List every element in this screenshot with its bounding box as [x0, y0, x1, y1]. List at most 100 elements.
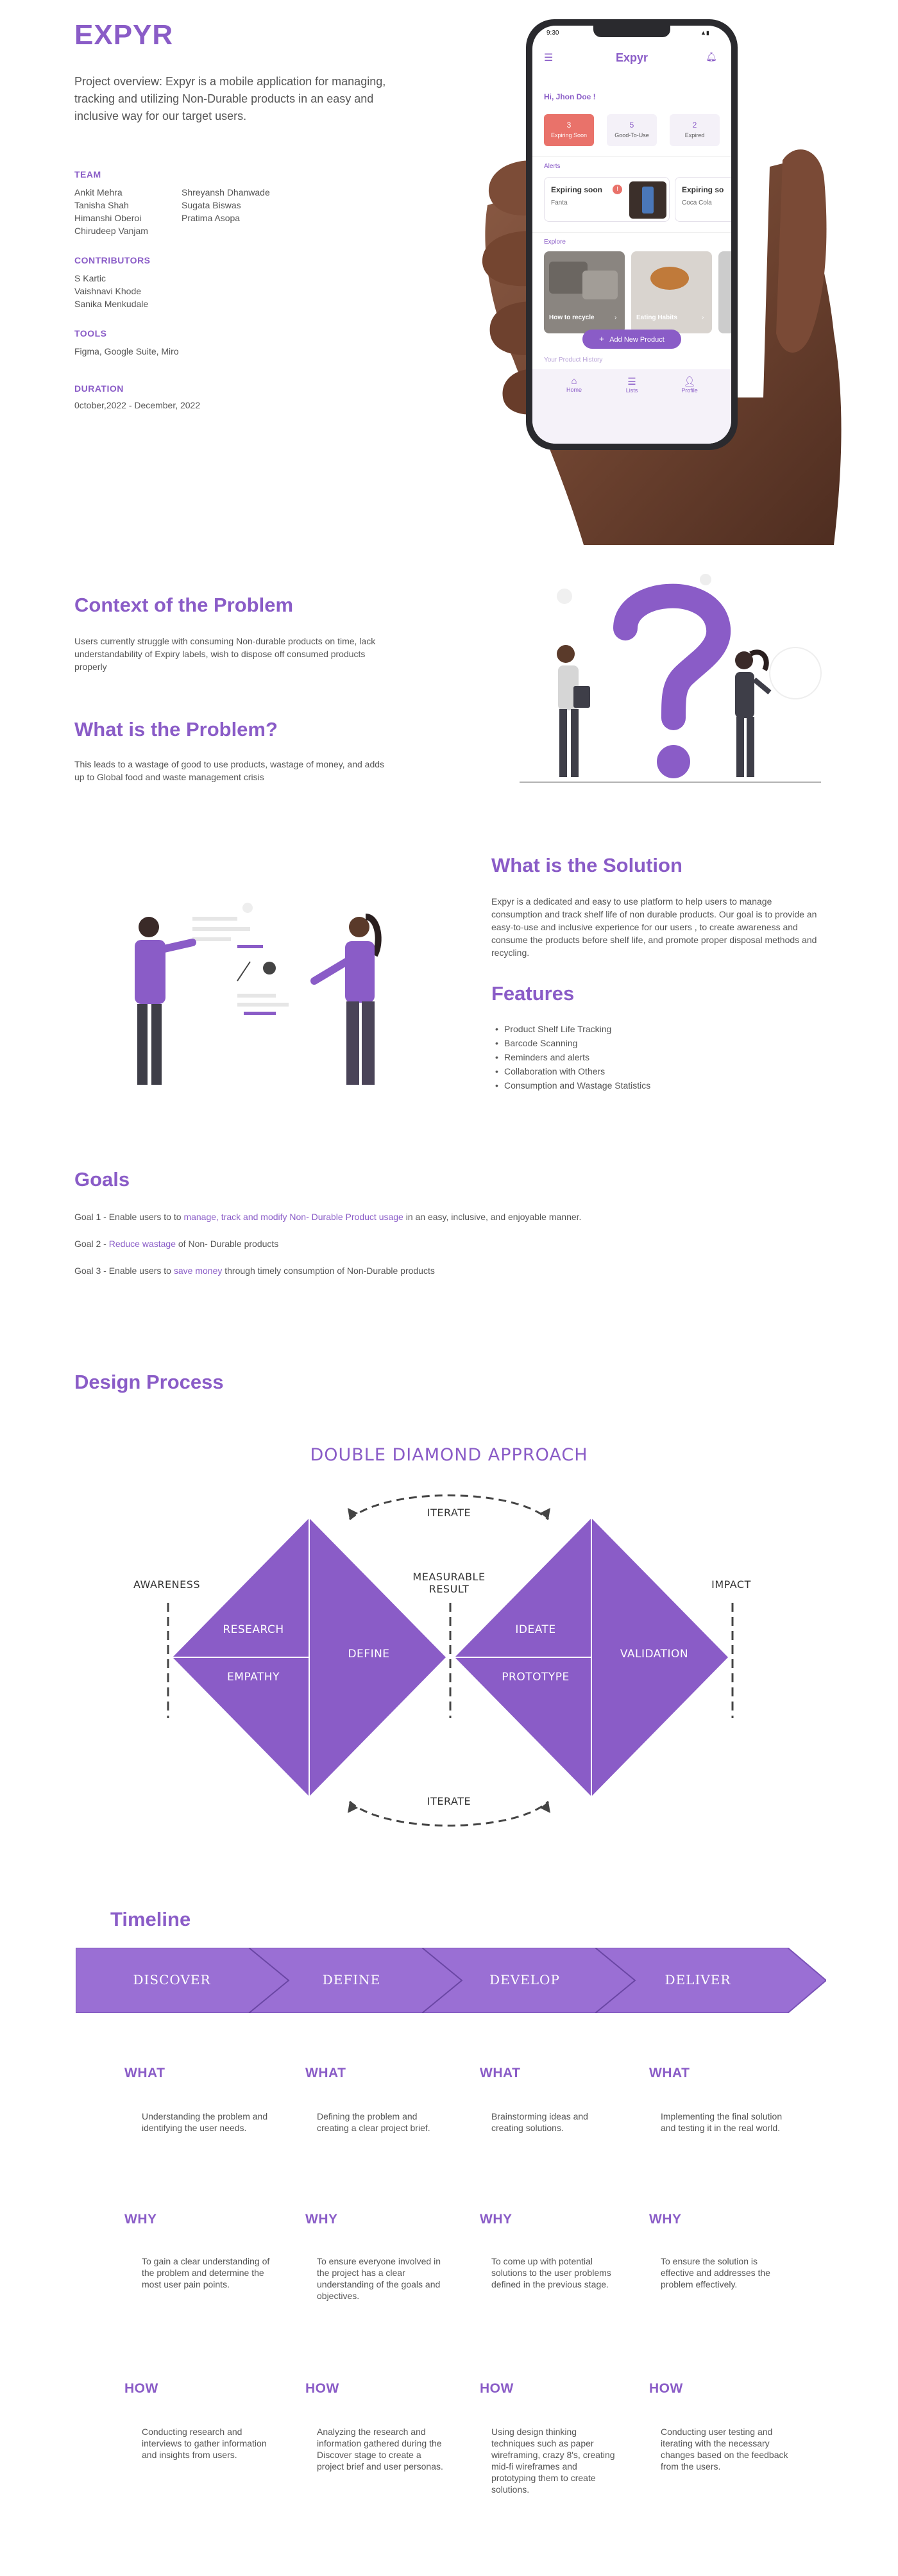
double-diamond-svg [167, 1494, 734, 1827]
alerts-title: Alerts [544, 163, 561, 170]
divider [532, 156, 731, 157]
measurable-line: MEASURABLE [412, 1571, 486, 1583]
what-heading: WHAT [480, 2066, 521, 2080]
stat-count: 2 [692, 121, 697, 130]
team-member: Tanisha Shah [74, 200, 129, 210]
why-heading: WHY [649, 2212, 682, 2227]
add-product-button[interactable]: + Add New Product [582, 330, 681, 349]
explore-card[interactable]: How to recycle › [544, 251, 625, 333]
tools-heading: TOOLS [74, 328, 107, 339]
duration-value: 0ctober,2022 - December, 2022 [74, 400, 201, 410]
menu-icon[interactable]: ☰ [544, 53, 554, 63]
stat-label: Good-To-Use [614, 132, 649, 138]
divider [532, 232, 731, 233]
phase-develop: DEVELOP [489, 1972, 560, 1987]
goal-highlight: Reduce wastage [108, 1239, 176, 1249]
what-text: Brainstorming ideas and creating solutio… [491, 2111, 588, 2133]
team-list-1: Ankit Mehra Tanisha Shah Himanshi Oberoi… [74, 186, 148, 237]
project-overview: Project overview: Expyr is a mobile appl… [74, 75, 386, 122]
why-text: To ensure everyone involved in the proje… [317, 2256, 441, 2301]
solution-text: Expyr is a dedicated and easy to use pla… [491, 896, 817, 958]
list-icon: ☰ [627, 376, 636, 387]
bottom-nav: ⌂ Home ☰ Lists 👤︎ Profile [532, 369, 731, 444]
bell-icon[interactable]: 🔔︎ [706, 51, 717, 62]
team-heading: TEAM [74, 169, 101, 180]
status-time: 9:30 [546, 29, 559, 37]
impact-label: IMPACT [711, 1578, 751, 1591]
alert-card[interactable]: Expiring so Coca Cola [675, 177, 731, 222]
goal-1: Goal 1 - Enable users to to manage, trac… [74, 1212, 581, 1222]
alert-title: Expiring so [682, 185, 724, 194]
feature-item: Product Shelf Life Tracking [494, 1022, 650, 1036]
nav-label: Home [566, 387, 582, 393]
feature-item: Barcode Scanning [494, 1036, 650, 1050]
context-text: Users currently struggle with consuming … [74, 636, 376, 672]
prototype-label: PROTOTYPE [502, 1671, 570, 1684]
explore-label: Eating Habits [636, 314, 677, 321]
nav-label: Lists [625, 387, 638, 394]
explore-card[interactable]: Eating Habits › [631, 251, 712, 333]
history-title: Your Product History [544, 356, 603, 364]
explore-title: Explore [544, 238, 566, 246]
team-member: Sugata Biswas [182, 200, 241, 210]
stat-count: 5 [629, 121, 634, 130]
what-heading: WHAT [649, 2066, 690, 2080]
what-text: Implementing the final solution and test… [661, 2111, 783, 2133]
why-heading: WHY [124, 2212, 157, 2227]
alert-card[interactable]: Expiring soon ! Fanta [544, 177, 670, 222]
measurable-line: RESULT [428, 1583, 470, 1595]
home-icon: ⌂ [571, 376, 577, 387]
product-image [629, 181, 666, 219]
stat-expiring[interactable]: 3 Expiring Soon [544, 114, 594, 146]
goal-highlight: manage, track and modify Non- Durable Pr… [183, 1212, 403, 1222]
nav-lists[interactable]: ☰ Lists [616, 376, 648, 394]
goal-highlight: save money [173, 1266, 223, 1276]
how-heading: HOW [305, 2381, 339, 2396]
what-text: Defining the problem and creating a clea… [317, 2111, 430, 2133]
problem-heading: What is the Problem? [74, 718, 278, 740]
timeline-arrow: DISCOVER DEFINE DEVELOP DELIVER [75, 1947, 827, 2014]
goal-text: Goal 1 - Enable users to to [74, 1212, 184, 1222]
add-product-label: Add New Product [609, 336, 665, 344]
timeline-heading: Timeline [110, 1908, 191, 1930]
stat-good[interactable]: 5 Good-To-Use [607, 114, 657, 146]
contributor: S Kartic [74, 273, 106, 283]
explore-card[interactable] [718, 251, 731, 333]
team-member: Chirudeep Vanjam [74, 226, 148, 236]
alert-badge: ! [613, 185, 622, 194]
stat-expired[interactable]: 2 Expired [670, 114, 720, 146]
goal-2: Goal 2 - Reduce wastage of Non- Durable … [74, 1239, 278, 1249]
contributors-heading: CONTRIBUTORS [74, 255, 151, 265]
design-process-heading: Design Process [74, 1371, 224, 1393]
define-label: DEFINE [348, 1648, 390, 1660]
features-list: Product Shelf Life Tracking Barcode Scan… [494, 1022, 650, 1092]
phone-notch [593, 26, 670, 37]
features-heading: Features [491, 982, 575, 1005]
measurable-label: MEASURABLE RESULT [398, 1571, 500, 1595]
team-member: Ankit Mehra [74, 187, 123, 197]
iterate-top-label: ITERATE [427, 1507, 471, 1519]
validation-label: VALIDATION [620, 1648, 689, 1660]
feature-item: Reminders and alerts [494, 1050, 650, 1064]
logo: EXPYR [74, 19, 174, 51]
nav-home[interactable]: ⌂ Home [558, 376, 590, 393]
greeting: Hi, Jhon Doe ! [544, 92, 596, 101]
double-diamond-title: DOUBLE DIAMOND APPROACH [310, 1445, 588, 1465]
phone-screen: 9:30 ▲▮ ☰ Expyr 🔔︎ Hi, Jhon Doe ! 3 Expi… [532, 26, 731, 444]
why-text: To gain a clear understanding of the pro… [142, 2256, 270, 2289]
feature-item: Collaboration with Others [494, 1064, 650, 1078]
goal-text: in an easy, inclusive, and enjoyable man… [403, 1212, 582, 1222]
what-heading: WHAT [305, 2066, 346, 2080]
team-list-2: Shreyansh Dhanwade Sugata Biswas Pratima… [182, 186, 270, 224]
team-member: Himanshi Oberoi [74, 213, 142, 223]
goal-text: through timely consumption of Non-Durabl… [222, 1266, 435, 1276]
how-text: Conducting research and interviews to ga… [142, 2427, 267, 2460]
double-diamond-diagram: ITERATE ITERATE AWARENESS MEASURABLE RES… [96, 1481, 802, 1840]
how-heading: HOW [649, 2381, 683, 2396]
alert-title: Expiring soon [551, 185, 603, 194]
what-text: Understanding the problem and identifyin… [142, 2111, 268, 2133]
alert-item: Fanta [551, 199, 568, 206]
phase-discover: DISCOVER [133, 1972, 211, 1987]
nav-profile[interactable]: 👤︎ Profile [674, 376, 706, 394]
awareness-label: AWARENESS [133, 1578, 201, 1591]
